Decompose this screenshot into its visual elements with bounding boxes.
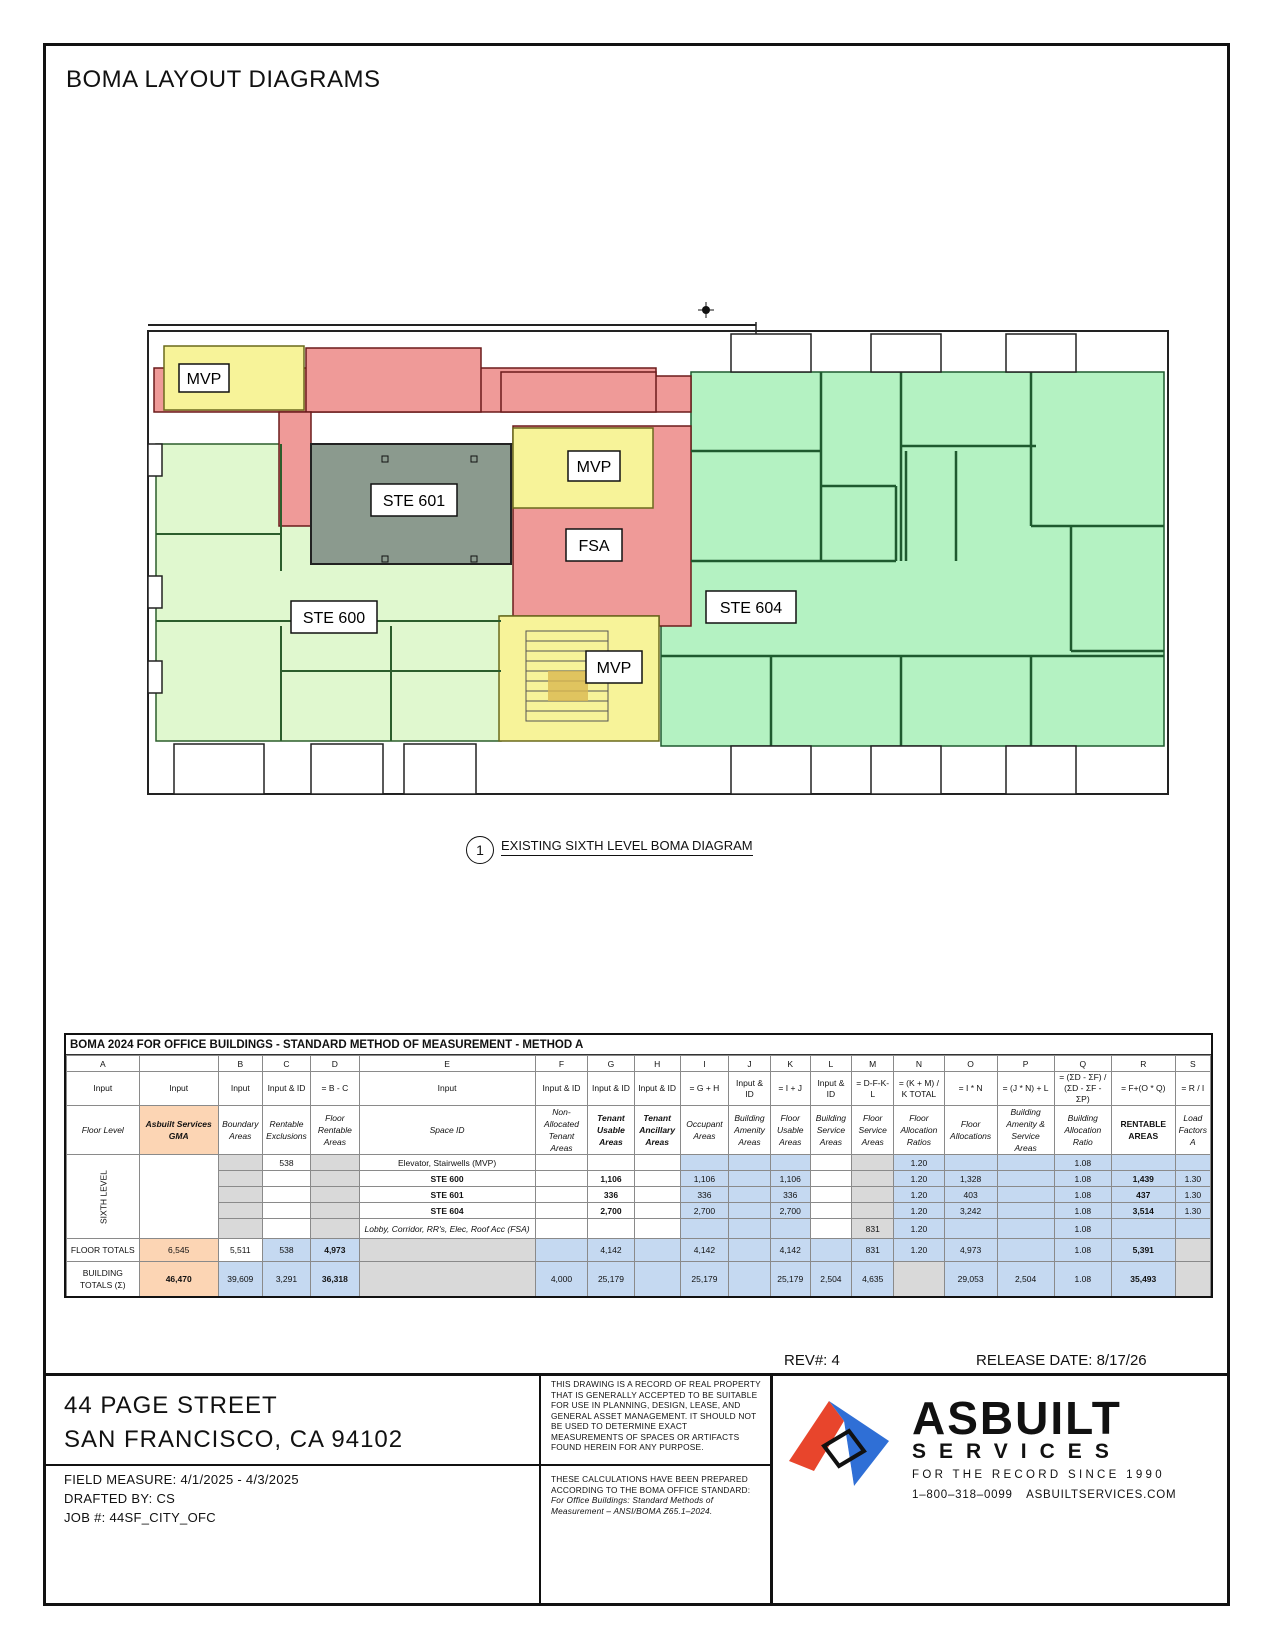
boma-table: BOMA 2024 FOR OFFICE BUILDINGS - STANDAR… (64, 1033, 1213, 1298)
level-label: SIXTH LEVEL (66, 1154, 140, 1239)
revision-number: REV#: 4 (784, 1352, 840, 1369)
logo-name: ASBUILT (912, 1392, 1122, 1444)
calculation-note: THESE CALCULATIONS HAVE BEEN PREPARED AC… (551, 1474, 751, 1516)
detail-number: 1 (466, 836, 494, 864)
job-number: JOB #: 44SF_CITY_OFC (64, 1510, 216, 1525)
table-row: SIXTH LEVEL 538 Elevator, Stairwells (MV… (66, 1154, 1211, 1239)
floor-plan: MVP MVP STE 601 FSA STE 600 MVP STE 604 (147, 302, 1169, 795)
area-mvp-stair-top (163, 345, 305, 411)
label-mvp-top: MVP (187, 371, 222, 388)
north-arrow-icon (698, 302, 714, 318)
label-fsa: FSA (578, 538, 609, 555)
page-title: BOMA LAYOUT DIAGRAMS (66, 66, 381, 93)
logo-contact: 1–800–318–0099 ASBUILTSERVICES.COM (912, 1489, 1177, 1501)
boma-table-title: BOMA 2024 FOR OFFICE BUILDINGS - STANDAR… (66, 1035, 1211, 1055)
drawing-sheet: BOMA LAYOUT DIAGRAMS (43, 43, 1230, 1606)
label-ste604: STE 604 (720, 600, 782, 617)
disclaimer: THIS DRAWING IS A RECORD OF REAL PROPERT… (551, 1379, 761, 1452)
logo-subtitle: SERVICES (912, 1440, 1122, 1463)
release-date: RELEASE DATE: 8/17/26 (976, 1352, 1147, 1369)
logo-tagline: FOR THE RECORD SINCE 1990 (912, 1469, 1165, 1481)
address-line-1: 44 PAGE STREET (64, 1392, 278, 1419)
area-ste604 (660, 371, 1165, 747)
label-mvp-mid: MVP (577, 459, 612, 476)
plan-caption: EXISTING SIXTH LEVEL BOMA DIAGRAM (501, 838, 753, 856)
asbuilt-logo-icon (789, 1401, 889, 1486)
label-ste600: STE 600 (303, 610, 365, 627)
table-row: Lobby, Corridor, RR's, Elec, Roof Acc (F… (67, 1218, 1211, 1239)
label-mvp-stair: MVP (597, 660, 632, 677)
label-ste601: STE 601 (383, 493, 445, 510)
property-address: 44 PAGE STREET SAN FRANCISCO, CA 94102 (64, 1389, 403, 1457)
field-measure: FIELD MEASURE: 4/1/2025 - 4/3/2025 (64, 1472, 299, 1487)
title-block-divider (46, 1373, 1227, 1376)
address-line-2: SAN FRANCISCO, CA 94102 (64, 1426, 404, 1453)
project-meta: FIELD MEASURE: 4/1/2025 - 4/3/2025 DRAFT… (64, 1470, 299, 1527)
drafted-by: DRAFTED BY: CS (64, 1491, 176, 1506)
